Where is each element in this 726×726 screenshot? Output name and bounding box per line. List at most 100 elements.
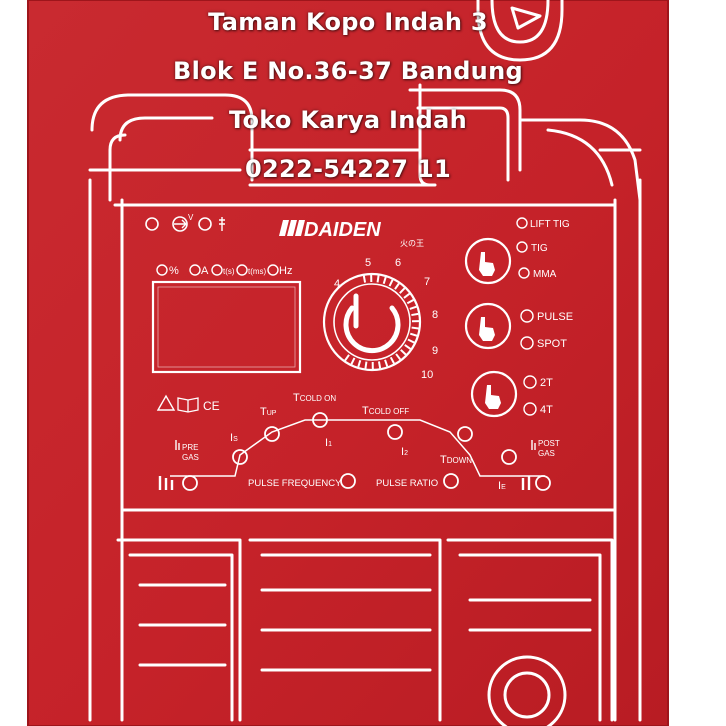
pulse-hand-icon	[479, 317, 495, 341]
param-led-pulse-frequency	[340, 473, 356, 489]
unit-led-hz	[267, 264, 279, 276]
handle-left-bracket	[108, 133, 127, 202]
led-tig	[516, 241, 528, 253]
param-led-pulse-ratio	[443, 473, 459, 489]
bay-middle-outline	[248, 538, 442, 722]
trigger-2t: 2T	[540, 377, 553, 389]
dial-grip-ridge	[376, 275, 380, 283]
dial-grip-ridge	[399, 287, 406, 294]
thermometer-icon	[219, 217, 225, 231]
trigger-4t: 4T	[540, 404, 553, 416]
label-t-up: TUP	[260, 406, 277, 418]
param-led-ie	[501, 449, 517, 465]
dial-scale-8: 8	[432, 309, 438, 321]
dial-grip-ridge	[388, 279, 394, 287]
address-line-2: Blok E No.36-37 Bandung	[173, 57, 523, 85]
dial-scale-6: 6	[395, 257, 401, 269]
unit-pct: %	[169, 265, 179, 277]
unit-hz: Hz	[279, 265, 292, 277]
mode-mma: MMA	[533, 269, 557, 280]
led-2t	[523, 375, 537, 389]
dial-scale-9: 9	[432, 345, 438, 357]
unit-led-amp	[189, 264, 201, 276]
param-led-pre-gas	[182, 475, 198, 491]
box-edge	[27, 0, 669, 726]
mode-button	[464, 237, 512, 285]
dial-grip-ridge	[350, 357, 356, 365]
label-i-e: IE	[498, 480, 506, 492]
post-gas-label-2: GAS	[538, 449, 555, 458]
main-dial	[322, 272, 422, 372]
mode-tig: TIG	[531, 243, 548, 254]
dial-grip-ridge	[389, 356, 395, 364]
pulse-button	[464, 302, 512, 350]
post-gas-label-1: POST	[538, 439, 560, 448]
post-gas-bars	[521, 476, 531, 490]
dial-grip-ridge	[400, 349, 407, 356]
dial-grip-ridge	[411, 312, 419, 317]
pre-gas-label-1: PRE	[182, 443, 198, 452]
svg-text:V: V	[188, 213, 194, 222]
param-led-tdown	[457, 426, 473, 442]
dial-scale-5: 5	[365, 257, 371, 269]
unit-led-ms	[236, 264, 248, 276]
dial-grip-ridge	[362, 275, 367, 283]
output-socket-outer	[487, 655, 567, 726]
led-lift-tig	[516, 217, 528, 229]
dial-scale-10: 10	[421, 369, 433, 381]
voltage-arrow-icon	[174, 219, 187, 229]
pulse-ratio-label: PULSE RATIO	[376, 478, 438, 489]
dial-grip-ridge	[384, 359, 389, 367]
voltage-icon	[172, 216, 188, 232]
spot-label: SPOT	[537, 338, 567, 350]
output-socket-inner	[503, 671, 551, 719]
label-t-down: TDOWN	[440, 454, 472, 466]
pre-gas-bars	[158, 476, 174, 490]
mode-lift-tig: LIFT TIG	[530, 219, 570, 230]
dial-grip-ridge	[364, 361, 368, 369]
bay-right-rails	[468, 598, 592, 632]
handle-right-top	[408, 88, 522, 172]
bay-middle-rails	[260, 588, 432, 672]
power-icon	[343, 305, 401, 354]
bay-left-rails	[138, 583, 227, 667]
handle-right-inner	[416, 106, 510, 182]
trigger-hand-icon	[485, 385, 501, 409]
top-loop-outer	[476, 0, 564, 62]
dial-grip-ridge	[406, 299, 414, 305]
unit-ms: t(ms)	[248, 267, 267, 276]
brand-subtitle: 火の王	[400, 239, 424, 248]
led-spot	[520, 336, 534, 350]
dial-knob-inner	[333, 283, 411, 361]
control-panel: V DAIDEN 火の王 % A t(s) t(ms) Hz	[145, 213, 573, 492]
indicator-led-right	[198, 217, 212, 231]
warning-icon	[156, 394, 176, 411]
bay-left-outline	[116, 538, 242, 722]
lcd-display-inner	[157, 286, 296, 368]
dial-grip-ridge	[377, 361, 382, 369]
param-led-tup	[264, 426, 280, 442]
lcd-display	[151, 280, 302, 374]
handle-left-top	[90, 93, 227, 132]
label-t-cold-on: TCOLD ON	[293, 392, 336, 404]
brand-logo-bars	[279, 220, 305, 236]
dial-grip-ridge	[411, 326, 419, 330]
manual-book-icon	[177, 397, 199, 413]
dial-grip-ridge	[404, 344, 412, 350]
indicator-led-left	[145, 217, 159, 231]
top-loop-mark	[510, 6, 542, 30]
dial-grip-ridge	[382, 276, 387, 285]
dial-grip-ridge	[407, 338, 415, 344]
label-i-2: I2	[401, 446, 408, 458]
label-i-s: IS	[230, 432, 238, 444]
param-led-cold-off	[387, 424, 403, 440]
param-led-is	[232, 449, 248, 465]
dial-scale-4: 4	[334, 278, 340, 290]
label-i-1: I1	[325, 437, 332, 449]
led-mma	[518, 267, 530, 279]
address-line-1: Taman Kopo Indah 3	[208, 8, 488, 36]
led-4t	[523, 402, 537, 416]
brand-logo: DAIDEN	[304, 219, 381, 241]
